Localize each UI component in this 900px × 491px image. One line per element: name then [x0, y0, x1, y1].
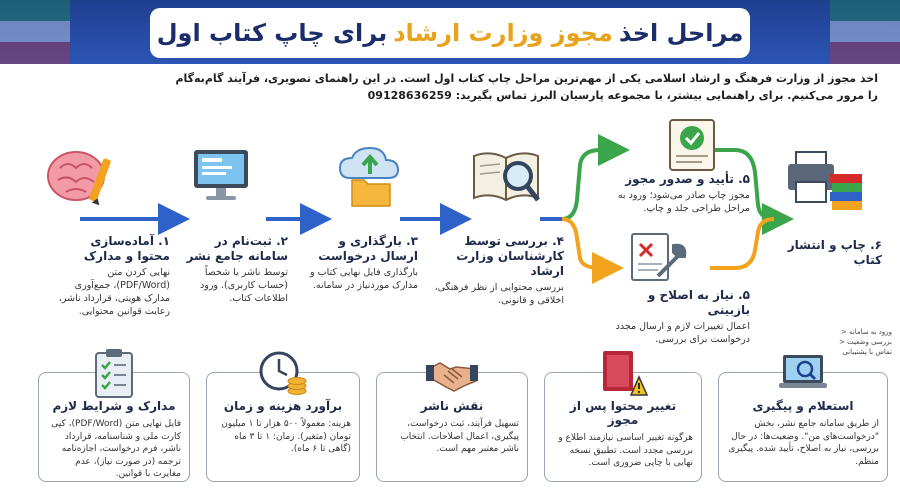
step-1-desc: نهایی کردن متن (PDF/Word)، جمع‌آوری مدار…: [58, 267, 170, 317]
printer-books-icon: [788, 151, 862, 210]
step-2-desc: توسط ناشر یا شخصاً (حساب کاربری). ورود ا…: [200, 267, 288, 304]
side-notes: ورود به سامانه < بررسی وضعیت < تماس با پ…: [770, 327, 892, 357]
page-title: مراحل اخذ مجوز وزارت ارشاد برای چاپ کتاب…: [150, 8, 750, 58]
side-note-1: ورود به سامانه <: [840, 328, 892, 336]
card-documents-title: مدارک و شرایط لازم: [52, 399, 176, 413]
step-2-title: ۲. ثبت‌نام در سامانه جامع نشر: [186, 234, 288, 263]
step-5-approved: ۵. تأیید و صدور مجوز مجوز چاپ صادر می‌شو…: [612, 172, 750, 215]
step-3-title: ۳. بارگذاری و ارسال درخواست: [318, 234, 418, 263]
brain-pencil-icon: [47, 151, 111, 206]
title-part2: برای چاپ کتاب اول: [156, 19, 388, 47]
card-content-change: تغییر محتوا پس از مجوز هرگونه تغییر اساس…: [544, 351, 702, 482]
card-publisher-role-desc: تسهیل فرآیند، ثبت درخواست، پیگیری، اعمال…: [400, 419, 519, 454]
card-publisher-role: نقش ناشر تسهیل فرآیند، ثبت درخواست، پیگی…: [376, 362, 528, 482]
step-1-title: ۱. آماده‌سازی محتوا و مدارک: [83, 234, 170, 263]
book-magnifier-icon: [473, 152, 540, 202]
step-3-desc: بارگذاری فایل نهایی کتاب و مدارک موردنیا…: [310, 267, 418, 291]
card-inquiry-desc: از طریق سامانه جامع نشر، بخش "درخواست‌ها…: [728, 419, 879, 467]
step-5-approved-title: ۵. تأیید و صدور مجوز: [625, 172, 750, 186]
laptop-search-icon: [779, 355, 827, 388]
step-4-desc: بررسی محتوایی از نظر فرهنگی، اخلاقی و قا…: [434, 282, 564, 306]
step-6-title: ۶. چاپ و انتشار کتاب: [787, 238, 882, 267]
intro-line2-text: را مرور می‌کنیم. برای راهنمایی بیشتر، با…: [455, 89, 878, 102]
computer-icon: [194, 150, 248, 200]
book-warning-icon: [603, 351, 649, 396]
document-wrench-icon: [631, 233, 687, 281]
certificate-icon: [669, 119, 715, 171]
card-documents: مدارک و شرایط لازم فایل نهایی متن (PDF/W…: [38, 349, 190, 482]
step-5-approved-desc: مجوز چاپ صادر می‌شود؛ ورود به مراحل طراح…: [617, 190, 750, 214]
intro-text: اخذ مجوز از وزارت فرهنگ و ارشاد اسلامی ی…: [18, 70, 878, 104]
step-5-revision-title: ۵. نیاز به اصلاح و بازبینی: [647, 288, 750, 317]
step-3: ۳. بارگذاری و ارسال درخواست بارگذاری فای…: [306, 234, 418, 292]
contact-phone[interactable]: 09128636259: [367, 89, 452, 102]
card-cost-time-title: برآورد هزینه و زمان: [223, 399, 343, 413]
handshake-icon: [426, 362, 478, 392]
step-4: ۴. بررسی توسط کارشناسان وزارت ارشاد بررس…: [432, 234, 564, 307]
step-5-revision: ۵. نیاز به اصلاح و بازبینی اعمال تغییرات…: [612, 288, 750, 346]
side-note-2: بررسی وضعیت <: [839, 338, 892, 346]
intro-line1: اخذ مجوز از وزارت فرهنگ و ارشاد اسلامی ی…: [175, 72, 878, 85]
clock-coins-icon: [259, 351, 307, 395]
header-banner: مراحل اخذ مجوز وزارت ارشاد برای چاپ کتاب…: [0, 0, 900, 64]
intro-line2: را مرور می‌کنیم. برای راهنمایی بیشتر، با…: [18, 87, 878, 104]
step-2: ۲. ثبت‌نام در سامانه جامع نشر توسط ناشر …: [176, 234, 288, 305]
card-cost-time: برآورد هزینه و زمان هزینه: معمولاً ۵۰۰ ه…: [206, 351, 360, 482]
card-content-change-title: تغییر محتوا پس از مجوز: [569, 399, 677, 427]
step-1: ۱. آماده‌سازی محتوا و مدارک نهایی کردن م…: [58, 234, 170, 318]
card-inquiry: استعلام و پیگیری از طریق سامانه جامع نشر…: [718, 355, 888, 482]
card-inquiry-title: استعلام و پیگیری: [752, 399, 854, 413]
card-cost-time-desc: هزینه: معمولاً ۵۰۰ هزار تا ۱ میلیون توما…: [221, 419, 351, 454]
clipboard-checklist-icon: [95, 349, 133, 398]
card-content-change-desc: هرگونه تغییر اساسی نیازمند اطلاع و بررسی…: [558, 433, 693, 468]
step-6: ۶. چاپ و انتشار کتاب: [762, 238, 882, 268]
step-4-title: ۴. بررسی توسط کارشناسان وزارت ارشاد: [456, 234, 564, 278]
title-highlight: مجوز وزارت ارشاد: [393, 19, 613, 47]
step-5-revision-desc: اعمال تغییرات لازم و ارسال مجدد درخواست …: [615, 321, 750, 345]
flag-decoration-left: [0, 0, 70, 64]
title-part1: مراحل اخذ: [618, 19, 744, 47]
card-publisher-role-title: نقش ناشر: [420, 399, 484, 413]
card-documents-desc: فایل نهایی متن (PDF/Word)، کپی کارت ملی …: [51, 419, 181, 479]
flag-decoration-right: [830, 0, 900, 64]
side-note-3: تماس با پشتیبانی: [842, 348, 892, 356]
cloud-upload-icon: [338, 146, 400, 207]
